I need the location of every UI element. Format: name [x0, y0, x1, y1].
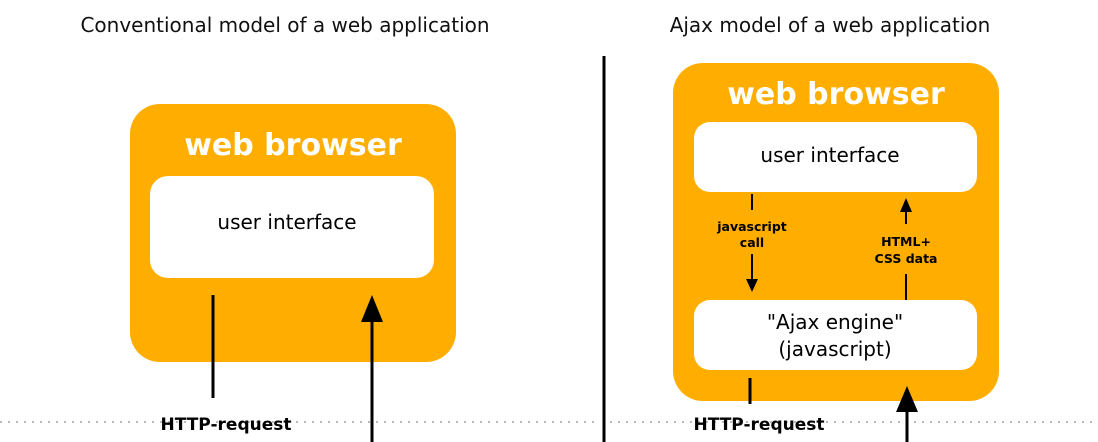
- right-ui-label: user interface: [760, 143, 899, 167]
- js-call-label-line2: call: [740, 235, 764, 250]
- left-response-arrowhead: [361, 295, 383, 322]
- left-http-request-label: HTTP-request: [161, 415, 292, 435]
- ajax-engine-box: [694, 300, 977, 370]
- left-ui-box: [150, 176, 434, 278]
- js-call-arrowhead: [746, 279, 758, 292]
- html-css-arrowhead: [900, 198, 912, 212]
- right-response-arrowhead: [896, 386, 918, 412]
- right-browser-label: web browser: [727, 77, 945, 112]
- right-title: Ajax model of a web application: [670, 13, 991, 37]
- ajax-engine-label-line2: (javascript): [778, 337, 891, 361]
- js-call-label-line1: javascript: [716, 219, 787, 234]
- html-css-label-line2: CSS data: [875, 251, 938, 266]
- html-css-label-line1: HTML+: [881, 234, 931, 249]
- left-browser-label: web browser: [184, 128, 402, 163]
- right-ui-box: [694, 122, 977, 192]
- ajax-engine-label-line1: "Ajax engine": [767, 310, 903, 334]
- right-http-request-label: HTTP-request: [694, 415, 825, 435]
- left-ui-label: user interface: [217, 210, 356, 234]
- left-title: Conventional model of a web application: [80, 13, 489, 37]
